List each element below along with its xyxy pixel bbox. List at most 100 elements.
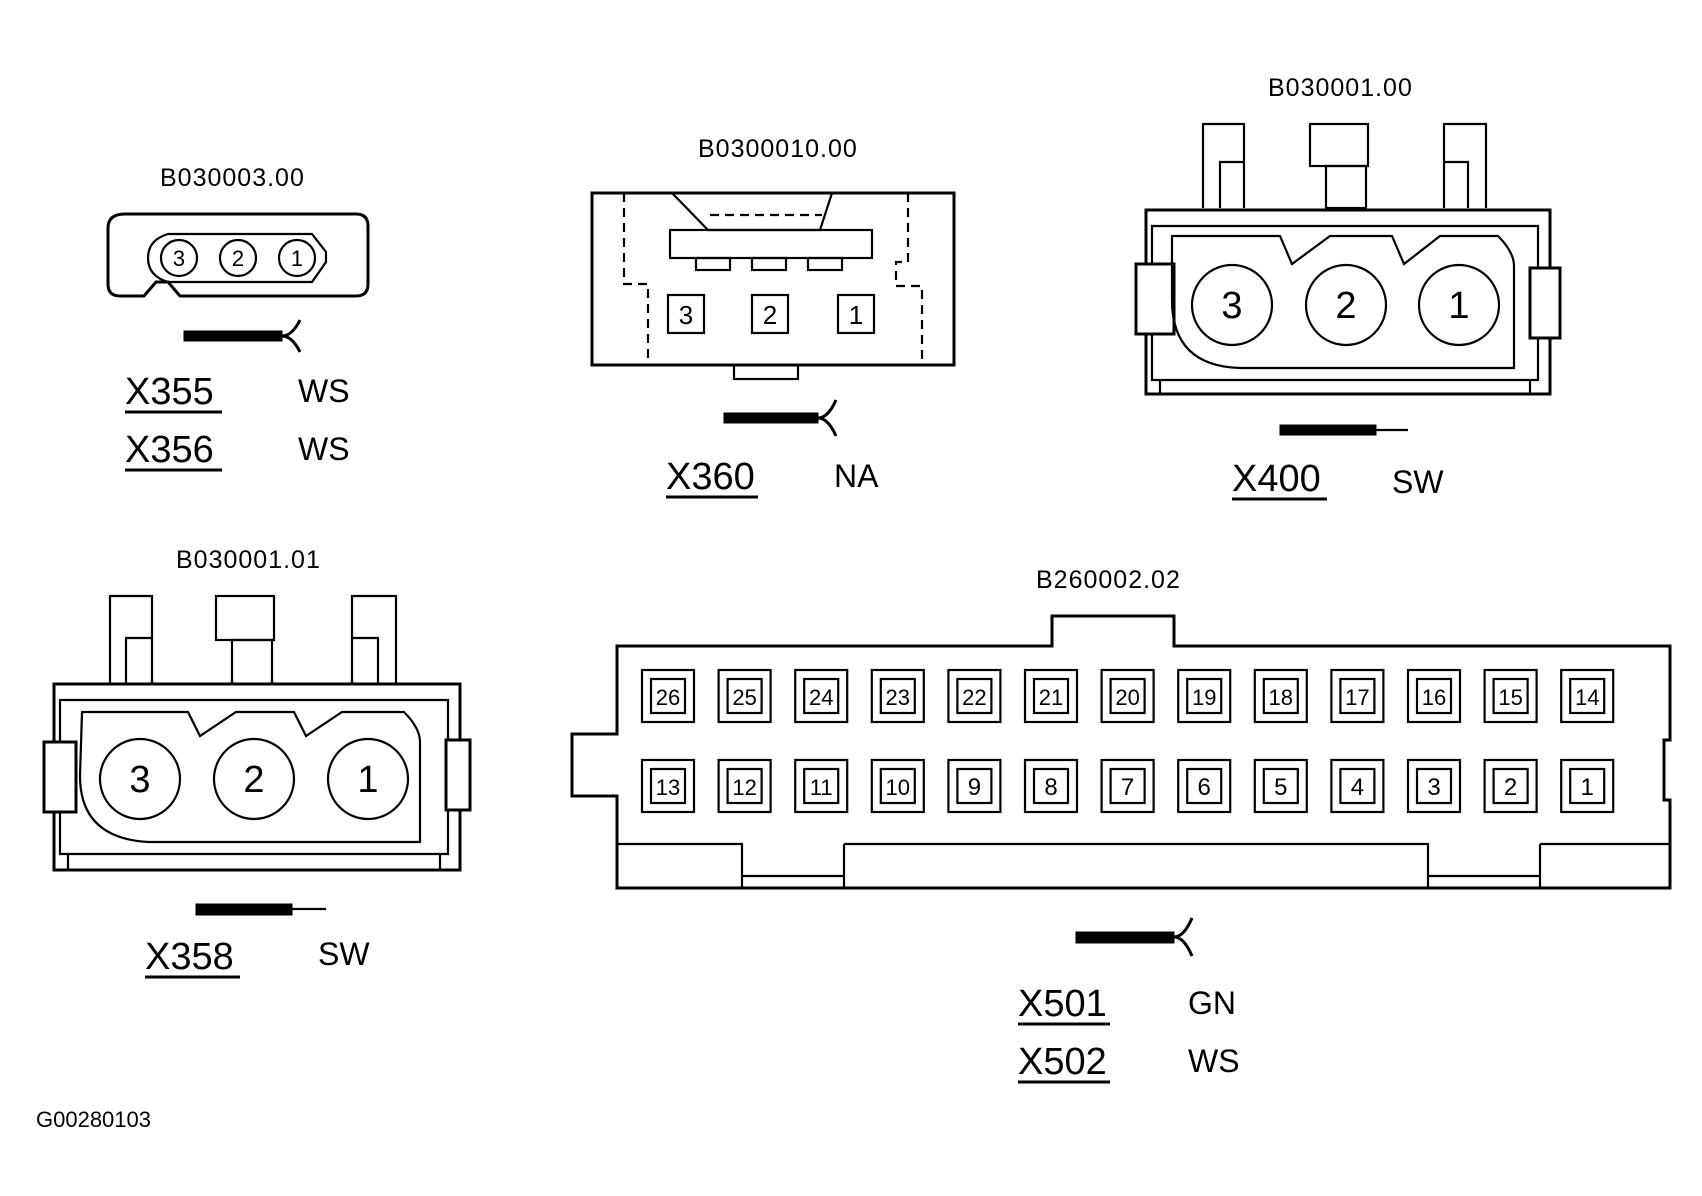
pin-5 <box>1253 758 1308 814</box>
pin-label: 2 <box>1335 285 1356 327</box>
pin-9 <box>947 758 1002 814</box>
tab-right <box>350 594 398 684</box>
pin-2 <box>750 293 790 335</box>
part-number: B0300010.00 <box>698 135 858 163</box>
connector-id: X358 <box>145 936 234 978</box>
connector-b030001-00: B030001.00 3 2 1 X400 SW <box>1134 74 1562 501</box>
pin-label: 10 <box>886 775 910 800</box>
pin-label: 18 <box>1269 685 1293 710</box>
male-wire-symbol <box>195 903 326 916</box>
pin-21 <box>1023 668 1079 724</box>
pin-label: 26 <box>656 685 680 710</box>
part-number: B030001.01 <box>176 546 321 574</box>
pin-2 <box>1304 263 1388 347</box>
tab-center <box>214 594 276 642</box>
tab-left <box>108 594 154 684</box>
pin-label: 1 <box>357 759 378 801</box>
connector-b030003: B030003.00 3 2 1 X355 WS X356 WS <box>106 164 370 472</box>
pin-label: 24 <box>809 685 833 710</box>
pin-16 <box>1406 668 1462 724</box>
pin-18 <box>1253 668 1308 724</box>
pin-label: 21 <box>1039 685 1063 710</box>
pin-7 <box>1100 758 1155 814</box>
pin-label: 3 <box>679 300 693 330</box>
pin-6 <box>1177 758 1232 814</box>
tab-right-inner <box>1444 160 1470 208</box>
tab-center-stem <box>230 638 274 686</box>
pin-label: 6 <box>1198 774 1211 801</box>
inner-wall-right <box>894 193 924 365</box>
pin-cavity <box>879 677 916 715</box>
pin-cavity <box>1032 767 1070 805</box>
pin-label: 12 <box>732 775 756 800</box>
connector-id: X400 <box>1232 458 1321 500</box>
pin-cavity <box>1262 677 1299 715</box>
pin-24 <box>794 668 849 724</box>
pin-15 <box>1483 668 1538 724</box>
pin-20 <box>1100 668 1155 724</box>
latch-tooth <box>750 256 788 272</box>
pin-label: 22 <box>962 685 986 710</box>
pin-label: 16 <box>1422 685 1446 710</box>
pin-cavity <box>1569 677 1606 715</box>
pin-label: 11 <box>810 775 833 800</box>
connector-id: X360 <box>666 456 755 498</box>
pin-26 <box>640 668 696 724</box>
pin-1 <box>1560 758 1615 814</box>
part-number: B260002.02 <box>1036 566 1181 594</box>
female-wire-symbol <box>183 319 302 353</box>
wire-color: WS <box>298 431 350 467</box>
pin-2 <box>212 737 296 821</box>
connector-b0300010: B0300010.00 3 2 1 X360 NA <box>590 135 956 499</box>
pin-label: 2 <box>243 759 264 801</box>
pin-label: 8 <box>1044 774 1057 801</box>
pin-label: 1 <box>291 246 303 271</box>
pin-label: 1 <box>1581 774 1594 801</box>
pin-label: 17 <box>1345 685 1369 710</box>
wire-color: NA <box>834 458 879 494</box>
pin-17 <box>1330 668 1385 724</box>
pin-1 <box>326 737 410 821</box>
part-number: B030003.00 <box>160 164 305 192</box>
pin-3 <box>1190 263 1274 347</box>
figure-id: G00280103 <box>36 1107 151 1132</box>
pin-8 <box>1023 758 1079 814</box>
pin-13 <box>640 758 696 814</box>
pin-11 <box>794 758 849 814</box>
pin-cavity <box>1109 677 1146 715</box>
pin-label: 4 <box>1351 774 1364 801</box>
pin-3 <box>159 238 199 278</box>
pin-2 <box>1483 758 1538 814</box>
side-latch-left <box>1134 262 1176 336</box>
pin-label: 5 <box>1274 774 1287 801</box>
pin-3 <box>98 737 182 821</box>
female-wire-symbol <box>723 399 838 437</box>
connector-id: X502 <box>1018 1041 1107 1083</box>
part-number: B030001.00 <box>1268 74 1413 102</box>
pin-cavity <box>649 677 687 715</box>
connector-b030001-01: B030001.01 3 2 1 X358 SW <box>42 546 472 979</box>
connector-id: X355 <box>125 371 214 413</box>
pin-4 <box>1330 758 1385 814</box>
latch-tooth <box>694 256 732 272</box>
pin-label: 19 <box>1192 685 1216 710</box>
pin-cavity <box>803 767 840 805</box>
pin-cavity-outline <box>1170 234 1516 370</box>
pin-14 <box>1560 668 1615 724</box>
pin-cavity <box>1569 767 1606 805</box>
pin-cavity <box>1186 767 1223 805</box>
pin-3 <box>1406 758 1462 814</box>
connector-housing <box>570 614 1672 890</box>
pin-label: 1 <box>849 300 863 330</box>
pin-23 <box>870 668 925 724</box>
pin-label: 13 <box>656 775 680 800</box>
pin-label: 2 <box>763 300 777 330</box>
pin-label: 20 <box>1115 685 1139 710</box>
side-latch-left <box>42 740 78 814</box>
pin-cavity-outline <box>78 710 422 844</box>
male-wire-symbol <box>1279 424 1408 436</box>
pin-10 <box>870 758 925 814</box>
pin-12 <box>717 758 772 814</box>
pin-25 <box>717 668 772 724</box>
